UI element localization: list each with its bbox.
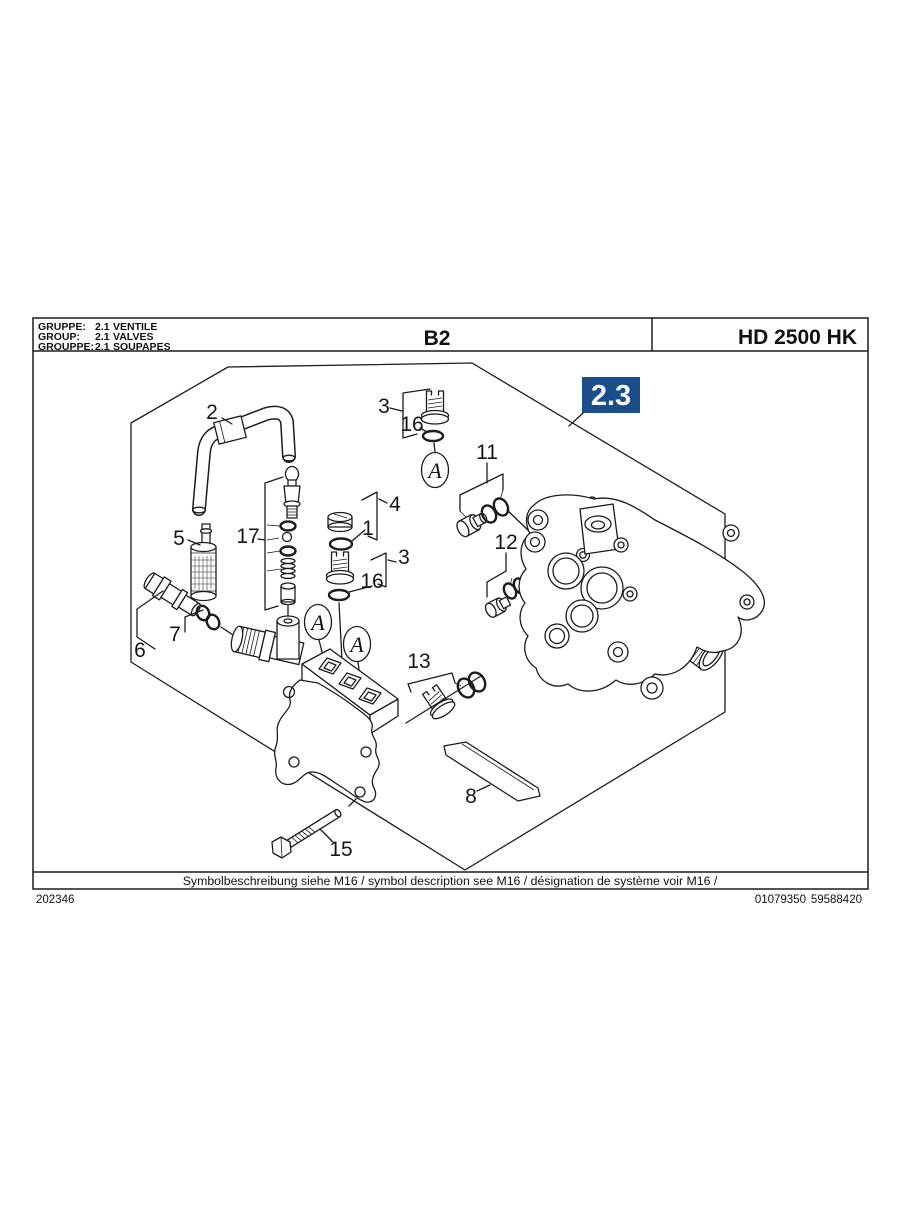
callout-12-label: 12 [494,531,517,554]
symbol-a-oval-right [342,625,372,663]
part-2-hose: 2 [191,401,296,516]
callout-16-mid-label: 16 [360,570,383,593]
callout-3-top-label: 3 [378,395,390,418]
callout-4-label: 4 [389,493,401,516]
callout-1-label: 1 [362,517,374,540]
part-11-plug: 11 [456,441,532,538]
part-12-plug: 12 [484,531,581,618]
footer: Symbolbeschreibung siehe M16 / symbol de… [36,874,862,906]
part-3-16-mid-valve: 3 16 [325,546,410,680]
plug-12 [484,596,512,618]
part-8-wedge: 8 [443,741,541,808]
symbol-a-oval-top [420,451,450,489]
part-5-filter: 5 [173,523,217,602]
page-frame [32,317,869,890]
part-4-1-cap: 4 1 [327,491,401,551]
valve-13 [421,684,456,720]
doc-number-right-2: 59588420 [811,894,862,906]
valve-pockets [318,657,382,705]
symbol-a-left: A [309,610,325,635]
footer-note: Symbolbeschreibung siehe M16 / symbol de… [183,874,718,888]
part-17-valve-kit: 17 [236,465,301,617]
callout-15-label: 15 [329,838,352,861]
valve-top [420,390,450,425]
symbol-a-right: A [348,632,364,657]
section-badge-box [582,377,640,413]
callout-11-label: 11 [476,441,498,464]
callout-5-label: 5 [173,527,185,550]
symbol-a-oval-left [303,603,333,641]
valve-mid [325,551,355,585]
callout-8-label: 8 [465,785,477,808]
callout-7-label: 7 [169,623,181,646]
symbol-a-top: A [426,458,442,483]
part-6-7-connector: 6 7 [134,572,243,662]
part-15-bolt: 15 [271,798,357,861]
callout-13-label: 13 [407,650,430,673]
plug-11 [456,512,488,538]
isometric-border [130,362,726,871]
page-code: B2 [424,327,451,350]
callout-2-label: 2 [206,401,218,424]
doc-number-right-1: 01079350 [755,894,806,906]
spring [280,557,296,580]
pump-head [518,494,766,700]
model-name: HD 2500 HK [738,326,857,349]
doc-number-left: 202346 [36,894,74,906]
callout-3-mid-label: 3 [398,546,410,569]
section-badge-label: 2.3 [591,380,631,412]
part-13-valve: 13 [405,650,487,724]
section-badge: 2.3 [568,377,640,427]
callout-17-label: 17 [236,525,259,548]
part-3-16-top-valve: 3 16 A [378,388,450,489]
filter-mesh [192,556,215,590]
callout-16-top-label: 16 [400,413,423,436]
callout-6-label: 6 [134,639,146,662]
manifold [230,615,399,803]
